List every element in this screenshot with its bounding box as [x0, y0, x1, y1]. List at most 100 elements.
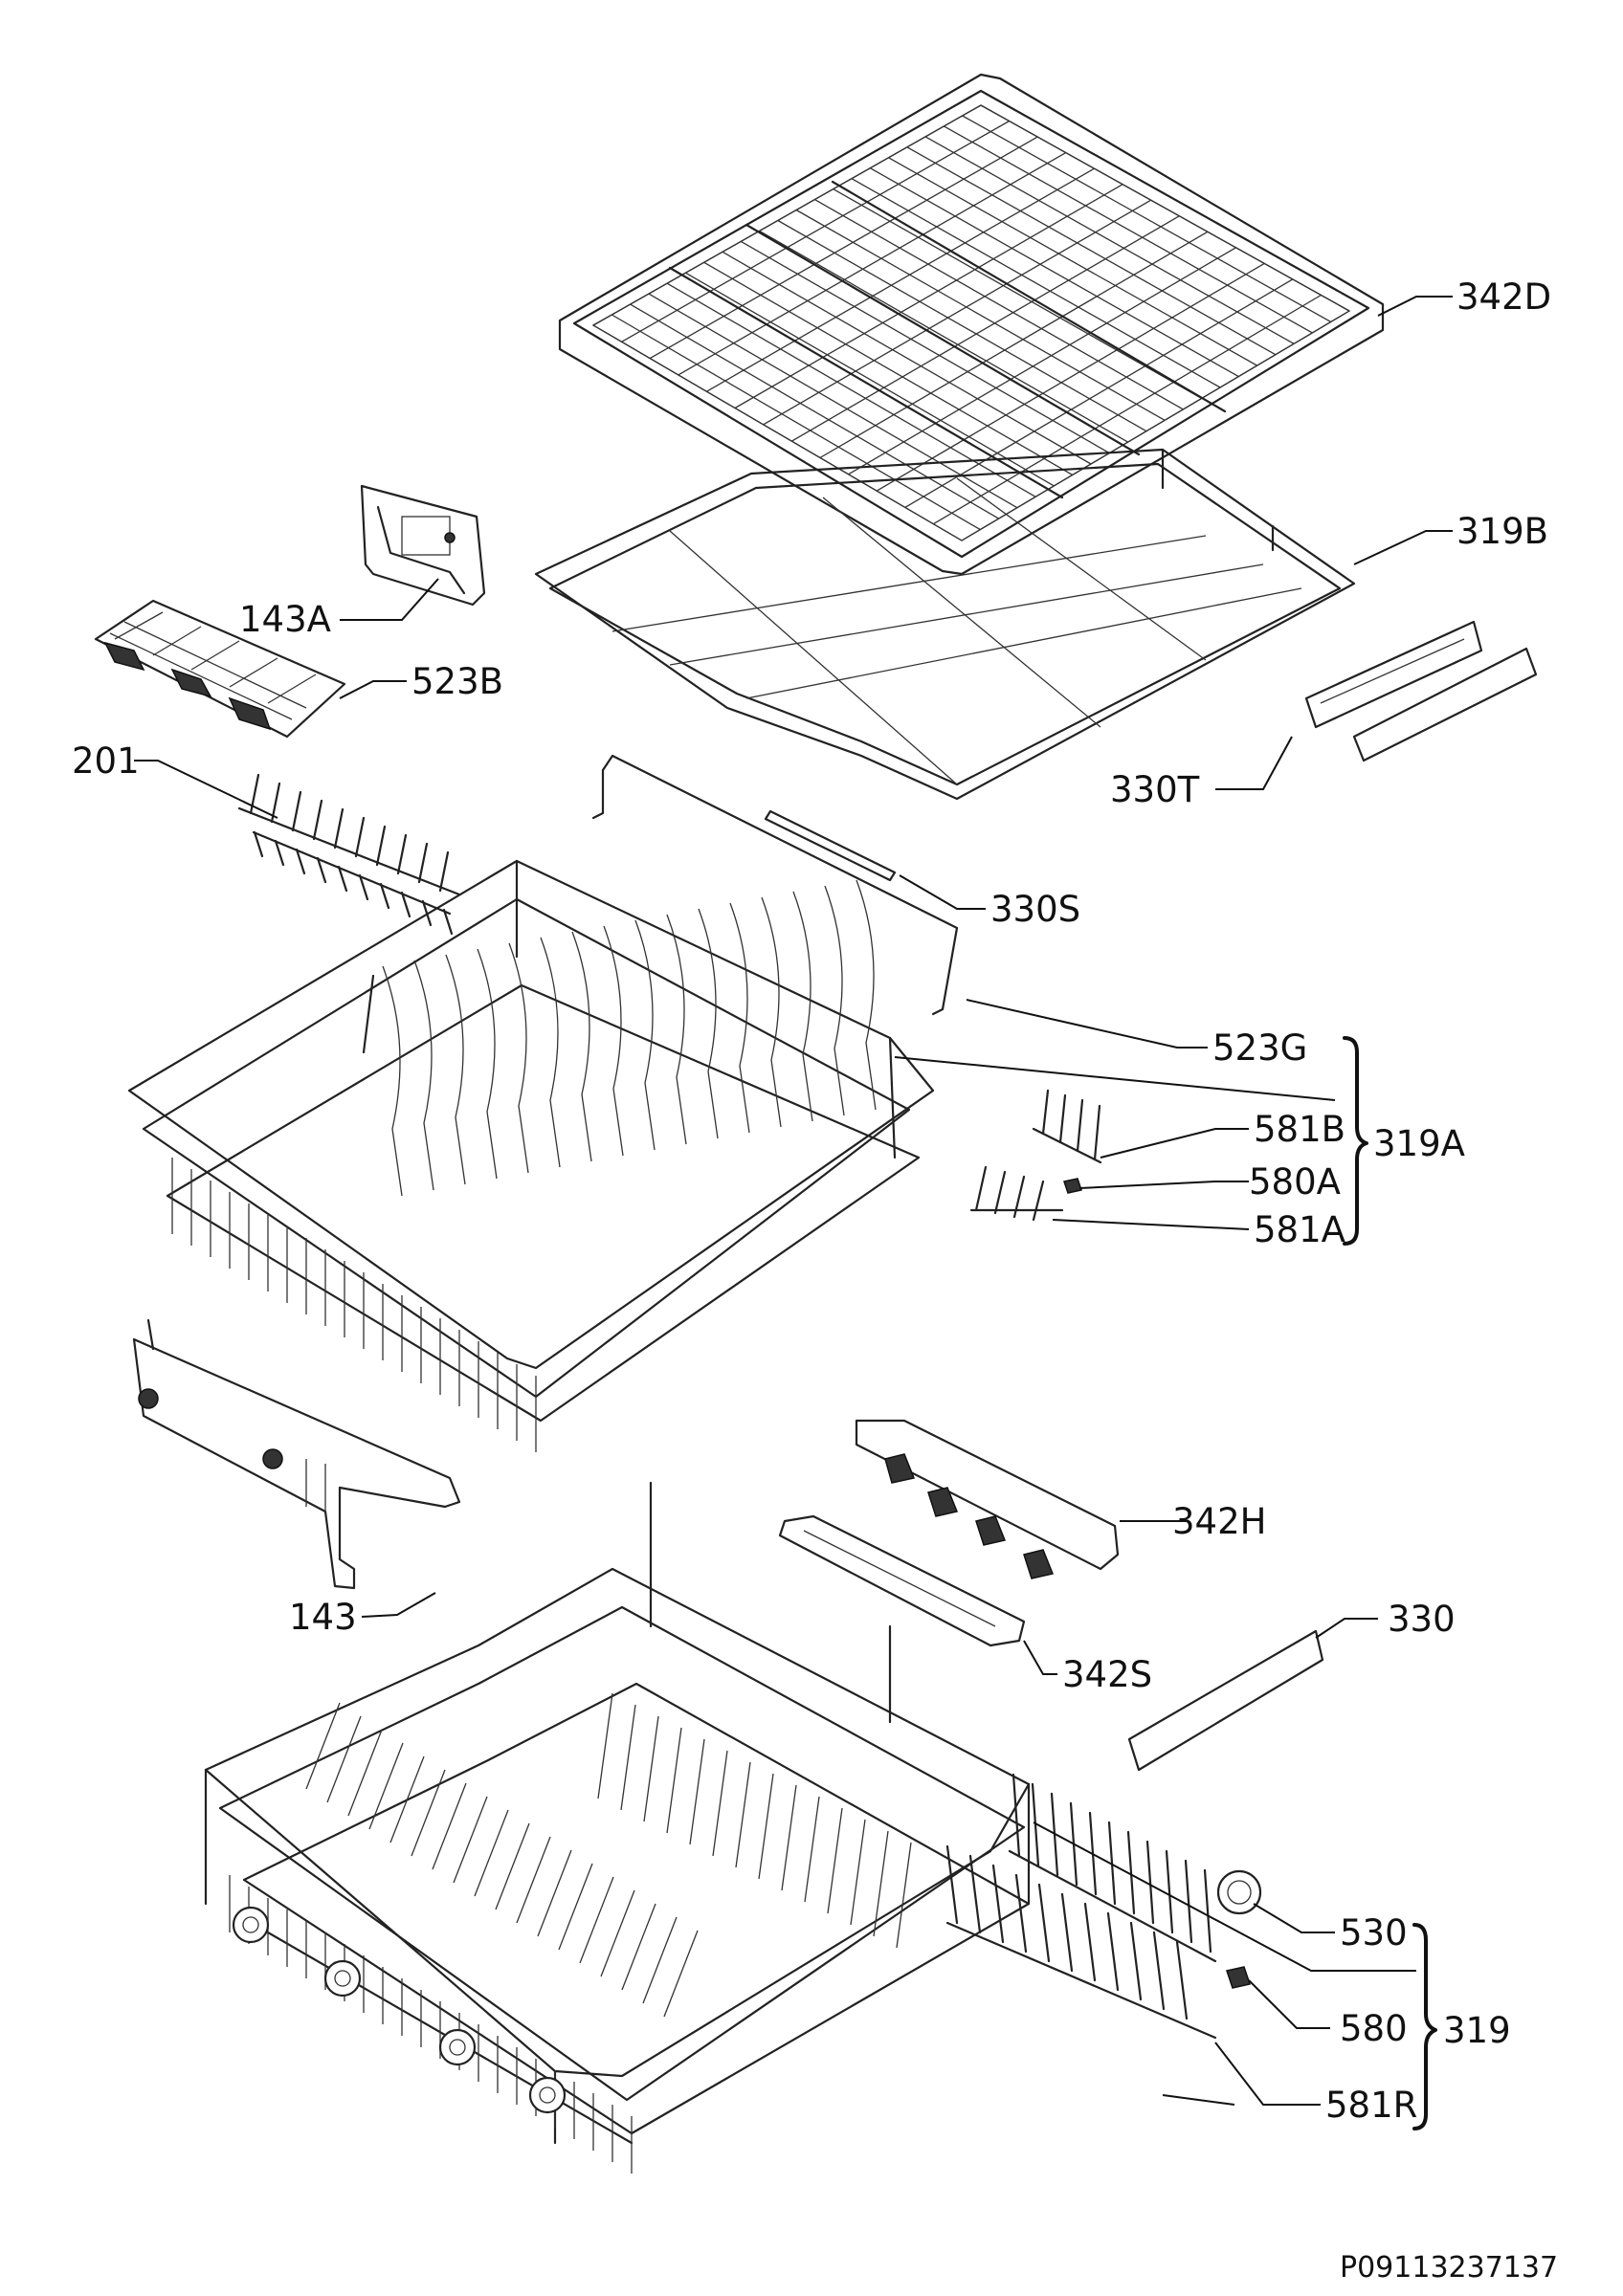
wire-segment	[888, 157, 1257, 366]
wire-segment	[814, 199, 1184, 410]
wire-segment	[906, 146, 1277, 356]
wire-segment	[432, 1782, 467, 1870]
wire-handle-523G	[591, 754, 959, 1016]
wire-segment	[827, 1807, 843, 1914]
bracket-143A	[360, 484, 486, 607]
wire-segment	[1012, 1773, 1021, 1858]
wire-segment	[722, 251, 1092, 465]
wire-segment	[1060, 1892, 1074, 1973]
clip-580A	[1063, 1178, 1082, 1194]
wire-segment	[603, 925, 624, 1157]
wire-segment	[382, 965, 403, 1197]
label-580: 580	[1340, 2008, 1408, 2049]
wire-segment	[305, 1702, 341, 1790]
wire-segment	[579, 1876, 614, 1964]
wire-segment	[291, 790, 306, 875]
wire-segment	[621, 1903, 656, 1991]
wire-segment	[611, 314, 981, 531]
wire-segment	[876, 262, 1265, 492]
wire-segment	[643, 1715, 659, 1822]
front-cap-330	[1127, 1629, 1324, 1772]
wire-segment	[249, 773, 264, 858]
wire-segment	[735, 1761, 751, 1868]
wire-segment	[495, 1822, 530, 1910]
wire-segment	[516, 1836, 551, 1924]
wire-segment	[1175, 1940, 1189, 2020]
wire-segment	[1152, 1931, 1166, 2011]
wire-segment	[1129, 1921, 1143, 2001]
wire-segment	[312, 799, 327, 884]
wire-segment	[758, 1773, 774, 1880]
label-319A: 319A	[1373, 1123, 1465, 1164]
wire-segment	[630, 303, 999, 519]
label-319B: 319B	[1456, 511, 1548, 552]
wire-segment	[396, 833, 411, 918]
wire-segment	[824, 885, 845, 1116]
wire-segment	[411, 1769, 446, 1857]
wire-segment	[571, 931, 592, 1162]
wire-segment	[1037, 1883, 1051, 1963]
wire-segment	[1165, 1849, 1174, 1934]
wheel-530	[1216, 1869, 1262, 1915]
wire-segment	[712, 1750, 728, 1857]
wire-segment	[537, 1849, 572, 1937]
label-330S: 330S	[990, 889, 1080, 930]
wire-segment	[333, 807, 348, 893]
wire-segment	[678, 152, 1067, 376]
label-580A: 580A	[1249, 1161, 1341, 1203]
wire-segment	[740, 240, 1110, 454]
wire-segment	[961, 310, 1350, 541]
wire-segment	[804, 1796, 820, 1903]
wire-segment	[698, 908, 719, 1139]
wire-segment	[1031, 1782, 1040, 1867]
tine-581B	[1032, 1089, 1102, 1164]
upper-basket-319A	[127, 859, 935, 1452]
wire-segment	[1106, 1911, 1120, 1992]
wire-segment	[734, 184, 1123, 409]
label-581R: 581R	[1325, 2085, 1417, 2126]
brace-319A	[1343, 1036, 1368, 1246]
wire-segment	[850, 1819, 866, 1926]
wire-segment	[856, 879, 877, 1111]
drawing-code: P09113237137	[1340, 2251, 1558, 2285]
wire-segment	[968, 1854, 982, 1934]
wire-segment	[944, 125, 1313, 334]
label-523B: 523B	[411, 661, 503, 702]
brace-319	[1412, 1923, 1437, 2130]
wire-segment	[869, 167, 1239, 378]
label-330T: 330T	[1110, 769, 1200, 810]
part-labels: 342D 319B 143A 523B 201 330T 330S 523G 5…	[72, 276, 1558, 2285]
wire-segment	[761, 896, 782, 1128]
wire-segment	[597, 1692, 613, 1799]
wire-segment	[790, 215, 1180, 442]
wire-segment	[1184, 1859, 1193, 1944]
label-523G: 523G	[1212, 1027, 1307, 1069]
wire-segment	[1126, 1830, 1136, 1915]
wire-segment	[445, 954, 466, 1185]
holder-342H	[855, 1419, 1120, 1579]
wire-segment	[600, 1889, 635, 1977]
wire-segment	[1083, 1902, 1097, 1982]
wire-segment	[558, 1863, 593, 1951]
wire-segment	[933, 294, 1322, 525]
wire-segment	[962, 115, 1332, 322]
wire-segment	[795, 209, 1166, 421]
wire-segment	[896, 1842, 912, 1949]
label-342D: 342D	[1456, 276, 1551, 318]
label-342H: 342H	[1172, 1501, 1266, 1542]
tine-rack-581R	[945, 1773, 1217, 2040]
wire-segment	[759, 230, 1128, 443]
wire-segment	[1107, 1821, 1117, 1906]
wire-segment	[729, 902, 750, 1134]
wire-segment	[848, 247, 1236, 475]
wire-segment	[508, 942, 529, 1174]
wire-segment	[592, 324, 963, 541]
wire-segment	[666, 1727, 682, 1834]
side-bracket-143	[132, 1318, 461, 1590]
wire-segment	[648, 293, 1018, 509]
wire-frame-319B	[534, 448, 1356, 801]
wire-segment	[453, 1796, 488, 1884]
wire-segment	[375, 825, 390, 910]
wire-segment	[763, 199, 1152, 426]
wire-segment	[1014, 1873, 1028, 1954]
